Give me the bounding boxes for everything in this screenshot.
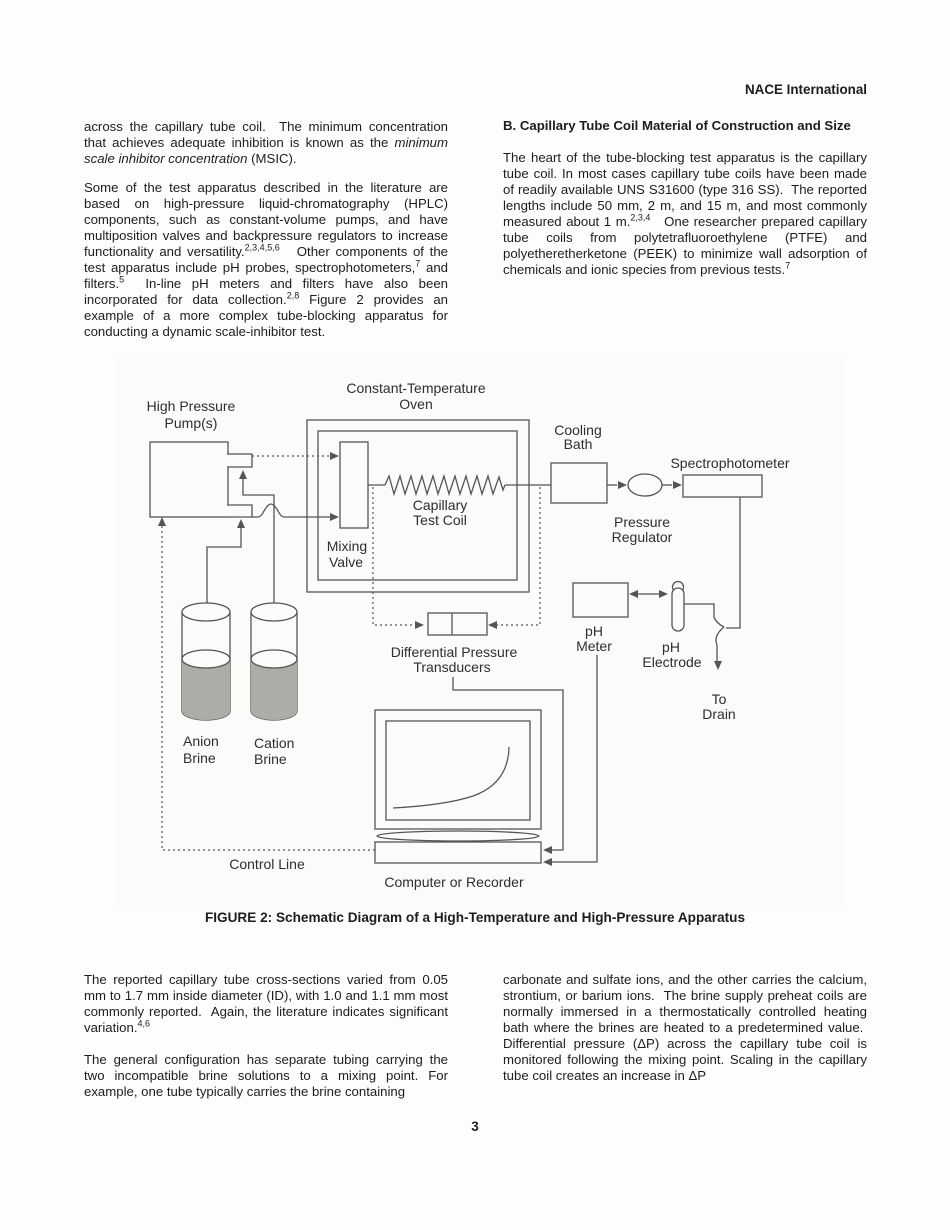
pump-label: High Pressure: [147, 398, 236, 414]
high-pressure-pump: [149, 441, 253, 518]
paragraph: carbonate and sulfate ions, and the othe…: [503, 972, 867, 1083]
svg-text:Meter: Meter: [576, 638, 612, 654]
figure-diagram: High Pressure Pump(s) Constant-Temperatu…: [115, 358, 845, 906]
drain-label: To: [712, 691, 727, 707]
diagram-labels: High Pressure Pump(s) Constant-Temperatu…: [147, 380, 790, 890]
paragraph: Some of the test apparatus described in …: [84, 180, 448, 339]
right-top-column: B. Capillary Tube Coil Material of Const…: [503, 118, 867, 278]
mixing-valve-label: Mixing: [327, 538, 367, 554]
capillary-test-coil: [368, 473, 551, 497]
computer-label: Computer or Recorder: [384, 874, 524, 890]
svg-text:Regulator: Regulator: [612, 529, 673, 545]
svg-text:Drain: Drain: [702, 706, 735, 722]
figure-caption: FIGURE 2: Schematic Diagram of a High-Te…: [204, 910, 746, 925]
constant-temperature-oven: [306, 419, 530, 593]
control-line-label: Control Line: [229, 856, 305, 872]
anion-brine-cylinder: [181, 602, 231, 721]
right-bottom-column: carbonate and sulfate ions, and the othe…: [503, 972, 867, 1084]
paragraph: across the capillary tube coil. The mini…: [84, 119, 448, 166]
page-header: NACE International: [744, 82, 867, 97]
ph-electrode: [671, 580, 725, 632]
control-line-path: [158, 452, 375, 851]
svg-text:Pump(s): Pump(s): [165, 415, 218, 431]
pressure-regulator: [607, 473, 682, 497]
computer-monitor: [374, 709, 542, 864]
svg-text:Electrode: Electrode: [642, 654, 701, 670]
spectrophotometer-box: [682, 474, 763, 629]
coil-label: Capillary: [413, 497, 467, 513]
cooling-bath-label: Cooling: [554, 422, 601, 438]
svg-text:Brine: Brine: [254, 751, 287, 767]
brine-piping: [206, 470, 339, 650]
svg-text:Valve: Valve: [329, 554, 363, 570]
ph-meter-label: pH: [585, 623, 603, 639]
section-heading: B. Capillary Tube Coil Material of Const…: [503, 118, 851, 133]
drain-path: [714, 626, 725, 670]
svg-text:Brine: Brine: [183, 750, 216, 766]
pressure-regulator-label: Pressure: [614, 514, 670, 530]
delta-p-curve: [392, 746, 510, 809]
mixing-valve: [339, 441, 369, 529]
paragraph: The general configuration has separate t…: [84, 1052, 448, 1099]
oven-label: Constant-Temperature: [346, 380, 486, 396]
svg-text:Transducers: Transducers: [413, 659, 490, 675]
cooling-bath: [550, 462, 608, 504]
paragraph: The reported capillary tube cross-sectio…: [84, 972, 448, 1035]
svg-text:Oven: Oven: [399, 396, 432, 412]
svg-text:Bath: Bath: [564, 436, 593, 452]
paragraph: The heart of the tube-blocking test appa…: [503, 150, 867, 277]
cation-brine-cylinder: [250, 602, 298, 721]
page-number: 3: [471, 1119, 479, 1134]
ph-meter-box: [543, 582, 668, 866]
pressure-tap-lines: [372, 487, 541, 629]
left-bottom-column: The reported capillary tube cross-sectio…: [84, 972, 448, 1100]
svg-text:Test Coil: Test Coil: [413, 512, 467, 528]
ph-electrode-label: pH: [662, 639, 680, 655]
pressure-transducer: [427, 612, 564, 854]
transducer-label: Differential Pressure: [391, 644, 518, 660]
left-top-column: across the capillary tube coil. The mini…: [84, 119, 448, 340]
cation-brine-label: Cation: [254, 735, 294, 751]
anion-brine-label: Anion: [183, 733, 219, 749]
spectrophotometer-label: Spectrophotometer: [670, 455, 789, 471]
